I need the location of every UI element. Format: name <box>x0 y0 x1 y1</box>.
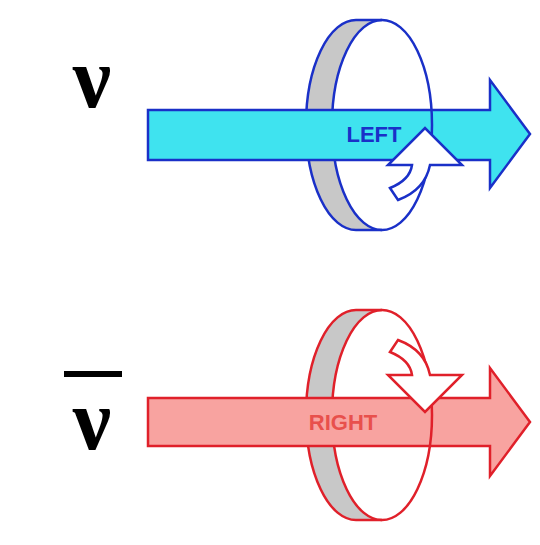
antineutrino-figure <box>148 310 530 520</box>
particle-symbol: ν <box>73 35 111 121</box>
ring-band <box>306 310 382 520</box>
helicity-label: RIGHT <box>309 412 377 434</box>
ring-front-right-arc <box>382 310 432 520</box>
neutrino-figure <box>148 20 530 230</box>
particle-symbol: ν <box>73 377 111 463</box>
momentum-arrow <box>148 80 530 188</box>
helicity-label: LEFT <box>347 124 402 146</box>
spin-arrow <box>388 340 462 412</box>
momentum-arrow <box>148 368 530 476</box>
